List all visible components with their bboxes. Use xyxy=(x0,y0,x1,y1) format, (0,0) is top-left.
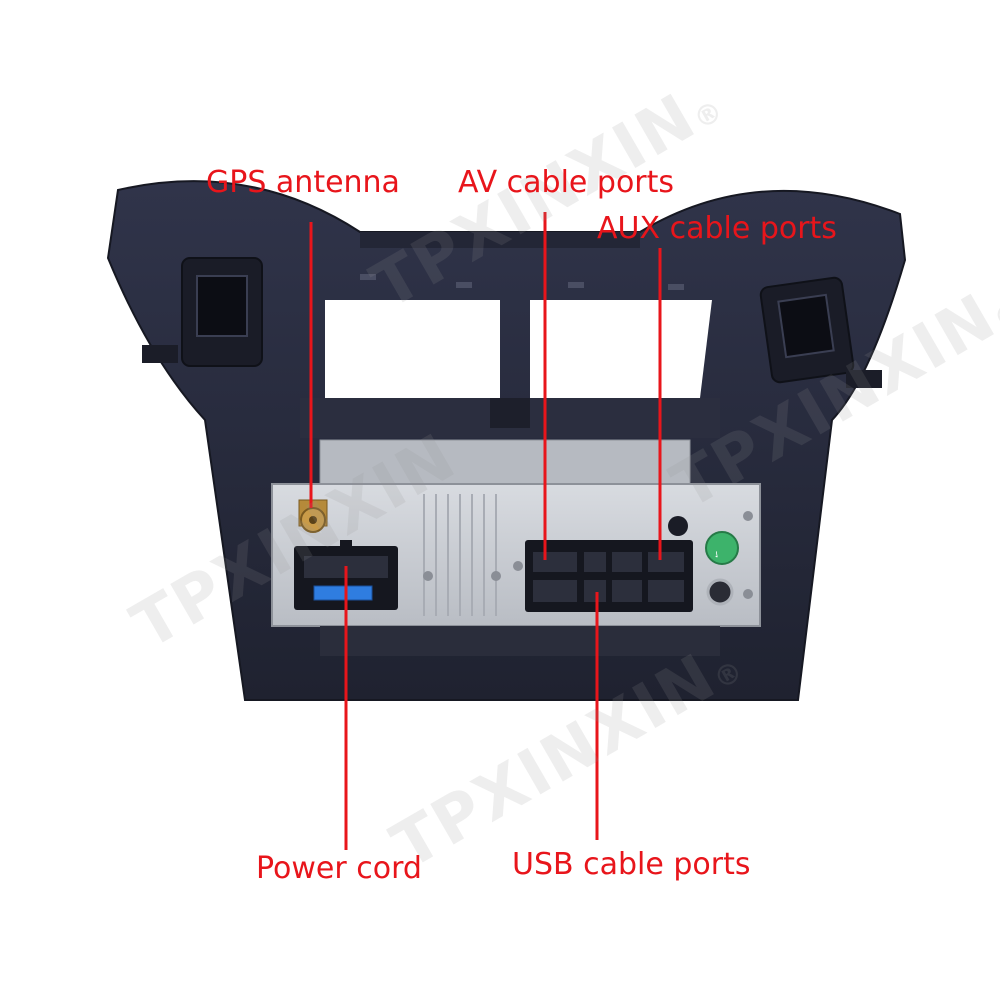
av-cable-ports-label: AV cable ports xyxy=(458,165,675,200)
aux-cable-ports-label: AUX cable ports xyxy=(597,211,837,246)
gps-antenna-connector xyxy=(298,499,328,533)
port-block xyxy=(525,540,693,612)
callout-lines xyxy=(309,212,662,850)
gps-antenna-label: GPS antenna xyxy=(206,165,400,200)
reset-and-mic-ports: ✓ xyxy=(668,516,739,606)
usb-cable-ports-label: USB cable ports xyxy=(512,847,751,882)
power-cord-label: Power cord xyxy=(256,851,422,886)
